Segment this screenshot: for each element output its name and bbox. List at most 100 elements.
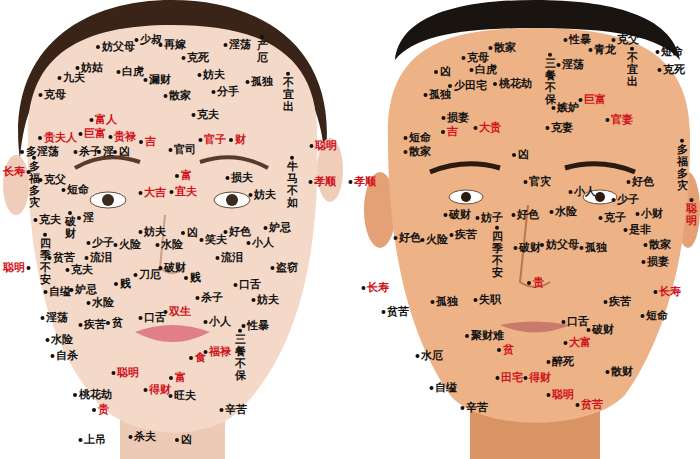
marker-dot bbox=[606, 370, 610, 374]
marker-dot bbox=[547, 360, 551, 364]
face-label: 贱 bbox=[190, 272, 201, 285]
marker-dot bbox=[310, 144, 314, 148]
marker-dot bbox=[44, 290, 48, 294]
marker-dot bbox=[74, 150, 78, 154]
marker-dot bbox=[564, 38, 568, 42]
face-label: 克夫 bbox=[197, 109, 219, 122]
face-label: 辛苦 bbox=[466, 402, 488, 415]
face-label: 自杀 bbox=[56, 350, 78, 363]
marker-dot bbox=[204, 320, 208, 324]
face-label: 疾苦 bbox=[84, 319, 106, 332]
marker-dot bbox=[134, 273, 138, 277]
face-label: 疾苦 bbox=[609, 296, 631, 309]
marker-dot bbox=[421, 238, 425, 242]
face-label: 聚财难 bbox=[471, 330, 504, 343]
marker-dot bbox=[550, 210, 554, 214]
marker-dot bbox=[252, 298, 256, 302]
face-label: 贫苦 bbox=[387, 306, 409, 319]
face-label: 醉死 bbox=[552, 356, 574, 369]
marker-dot bbox=[175, 174, 179, 178]
face-label: 长寿 bbox=[659, 286, 681, 299]
woman-face bbox=[28, 25, 317, 433]
marker-dot bbox=[169, 148, 173, 152]
face-label: 好色 bbox=[229, 226, 251, 239]
marker-dot bbox=[465, 334, 469, 338]
face-label: 散家 bbox=[494, 42, 516, 55]
face-label: 破财 bbox=[164, 262, 186, 275]
face-label: 贵 bbox=[533, 277, 544, 290]
marker-dot bbox=[76, 66, 80, 70]
face-label: 自缢 bbox=[435, 382, 457, 395]
face-label: 淫荡 bbox=[229, 39, 251, 52]
face-label: 克父 bbox=[44, 174, 66, 187]
marker-dot bbox=[117, 70, 121, 74]
man-brow bbox=[565, 164, 635, 172]
man-eye bbox=[449, 190, 483, 204]
marker-dot bbox=[627, 180, 631, 184]
marker-dot bbox=[216, 256, 220, 260]
marker-dot bbox=[43, 233, 47, 237]
face-label: 少田宅 bbox=[454, 80, 487, 93]
face-label: 孤独 bbox=[585, 242, 607, 255]
marker-dot bbox=[38, 136, 42, 140]
marker-dot bbox=[474, 298, 478, 302]
man-brow bbox=[430, 164, 500, 172]
marker-dot bbox=[527, 281, 531, 285]
marker-dot bbox=[135, 38, 139, 42]
face-label: 妨父母 bbox=[102, 41, 135, 54]
marker-dot bbox=[181, 231, 185, 235]
face-label: 淫荡 bbox=[562, 59, 584, 72]
marker-dot bbox=[189, 356, 193, 360]
face-label: 损妻 bbox=[447, 112, 469, 125]
face-label: 火险 bbox=[426, 234, 448, 247]
face-label: 妨夫 bbox=[257, 294, 279, 307]
marker-dot bbox=[192, 113, 196, 117]
marker-dot bbox=[212, 90, 216, 94]
face-label: 克父 bbox=[617, 34, 639, 47]
man-mouth bbox=[500, 322, 570, 333]
face-label: 盗窃 bbox=[276, 262, 298, 275]
face-label: 小财 bbox=[641, 208, 663, 221]
face-label: 流泪 bbox=[221, 252, 243, 265]
man-iris bbox=[461, 192, 471, 202]
face-label: 官妻 bbox=[611, 114, 633, 127]
marker-dot bbox=[200, 238, 204, 242]
face-label: 得财 bbox=[149, 384, 171, 397]
face-label: 凶 bbox=[518, 149, 529, 162]
face-label: 孝顺 bbox=[314, 176, 336, 189]
marker-dot bbox=[68, 211, 72, 215]
face-label: 水险 bbox=[92, 297, 114, 310]
face-label: 白虎 bbox=[475, 64, 497, 77]
face-label: 吉 bbox=[145, 136, 156, 149]
face-label: 短命 bbox=[409, 132, 431, 145]
face-label: 水厄 bbox=[421, 350, 443, 363]
face-label: 妨夫 bbox=[144, 226, 166, 239]
marker-dot bbox=[448, 84, 452, 88]
marker-dot bbox=[546, 126, 550, 130]
face-label: 青龙 bbox=[594, 44, 616, 57]
face-label: 聪明 bbox=[315, 140, 337, 153]
face-label: 多福多灾 bbox=[29, 161, 40, 209]
face-label: 聪明 bbox=[552, 389, 574, 402]
face-label: 官子 bbox=[204, 134, 226, 147]
marker-dot bbox=[450, 233, 454, 237]
face-label: 克死 bbox=[663, 64, 685, 77]
right-ground bbox=[345, 0, 700, 459]
face-label: 富 bbox=[181, 170, 192, 183]
marker-dot bbox=[641, 314, 645, 318]
face-label: 嫉妒 bbox=[557, 102, 579, 115]
marker-dot bbox=[169, 376, 173, 380]
face-label: 好色 bbox=[517, 209, 539, 222]
marker-dot bbox=[92, 408, 96, 412]
marker-dot bbox=[229, 138, 233, 142]
marker-dot bbox=[489, 46, 493, 50]
marker-dot bbox=[524, 376, 528, 380]
face-label: 火险 bbox=[119, 239, 141, 252]
face-label: 笑夫 bbox=[205, 234, 227, 247]
marker-dot bbox=[87, 301, 91, 305]
marker-dot bbox=[512, 153, 516, 157]
marker-dot bbox=[79, 323, 83, 327]
marker-dot bbox=[557, 63, 561, 67]
face-label: 凶 bbox=[440, 66, 451, 79]
